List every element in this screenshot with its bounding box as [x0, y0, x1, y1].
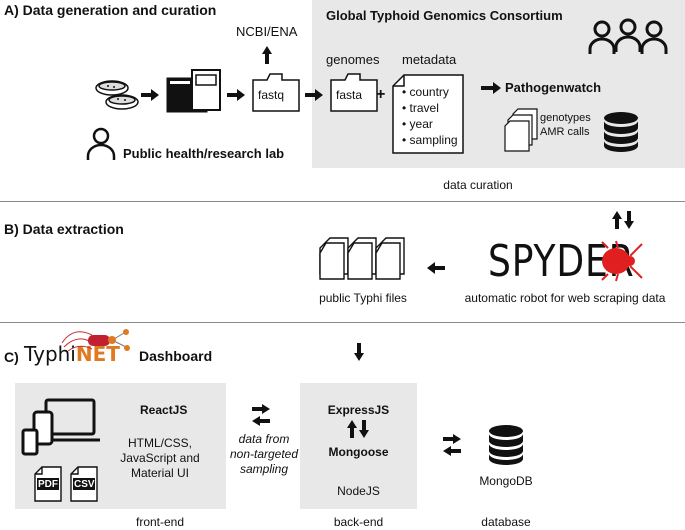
mongodb-label: MongoDB [479, 474, 533, 488]
arrows-bidirectional-icon [252, 404, 270, 426]
metadata-label: metadata [402, 52, 457, 67]
genomes-label: genomes [326, 52, 380, 67]
react-label: ReactJS [140, 403, 188, 417]
lab-label: Public health/research lab [123, 146, 285, 161]
frontend-label: front-end [135, 515, 185, 529]
metadata-item: • country [402, 85, 449, 99]
files-stack-icon [504, 108, 538, 152]
arrow-right-icon [141, 89, 159, 101]
metadata-list: • country • travel • year • sampling [402, 84, 458, 148]
public-files-label: public Typhi files [319, 291, 407, 305]
typhinet-logo: TyphiNET [24, 342, 120, 366]
stack-item: Material UI [130, 466, 189, 480]
csv-file-icon [70, 466, 98, 502]
arrow-down-icon [354, 343, 364, 361]
genotypes-label: genotypes [540, 112, 591, 124]
arrow-right-icon [481, 82, 501, 94]
express-label: ExpressJS [327, 403, 390, 417]
fasta-label: fasta [336, 88, 363, 102]
mongoose-label: Mongoose [328, 445, 389, 459]
curation-label: data curation [443, 178, 513, 192]
person-icon [86, 127, 116, 160]
metadata-item: • year [402, 117, 433, 131]
spider-icon [601, 240, 643, 282]
pathogenwatch-label: Pathogenwatch [505, 80, 602, 95]
sampling-note: data from non-targeted sampling [229, 432, 299, 476]
petri-dish-icon [95, 80, 139, 110]
pdf-label: PDF [38, 479, 58, 490]
arrow-right-icon [227, 89, 245, 101]
devices-icon [21, 398, 100, 456]
database-icon [489, 425, 523, 465]
ncbi-label: NCBI/ENA [236, 24, 298, 39]
section-a-title: A) Data generation and curation [4, 2, 217, 18]
arrows-bidirectional-icon [443, 434, 461, 456]
backend-panel [300, 383, 417, 509]
section-b-title: B) Data extraction [4, 221, 124, 237]
arrows-up-down-icon [347, 420, 369, 438]
csv-label: CSV [74, 479, 95, 490]
bacteria-logo-icon [61, 329, 130, 352]
arrows-up-down-icon [612, 211, 634, 229]
node-label: NodeJS [337, 484, 380, 498]
consortium-title: Global Typhoid Genomics Consortium [326, 8, 563, 23]
logo-typhi-text: Typhi [24, 342, 76, 366]
metadata-item: • sampling [402, 133, 458, 147]
metadata-document-icon [392, 74, 464, 154]
pdf-file-icon [34, 466, 62, 502]
database-icon [604, 112, 638, 152]
section-divider [0, 322, 685, 323]
backend-label: back-end [333, 515, 384, 529]
dashboard-label: Dashboard [139, 348, 213, 364]
database-label: database [481, 515, 531, 529]
section-c-prefix: C) [4, 349, 19, 365]
metadata-item: • travel [402, 101, 439, 115]
arrow-right-icon [305, 89, 323, 101]
people-group-icon [588, 18, 668, 54]
fasta-folder-icon [330, 73, 378, 112]
stack-item: JavaScript and [120, 451, 200, 465]
sequencer-icon [166, 69, 221, 113]
fastq-folder-icon [252, 73, 300, 112]
section-divider [0, 201, 685, 202]
robot-label: automatic robot for web scraping data [464, 291, 666, 305]
plus-sign: + [376, 86, 386, 103]
frontend-stack: HTML/CSS, JavaScript and Material UI [110, 436, 210, 481]
fastq-label: fastq [258, 88, 285, 102]
stack-item: HTML/CSS, [127, 436, 192, 450]
arrow-up-icon [262, 46, 272, 64]
arrow-left-icon [427, 262, 445, 274]
public-files-icon [319, 237, 405, 280]
amr-label: AMR calls [540, 126, 590, 138]
